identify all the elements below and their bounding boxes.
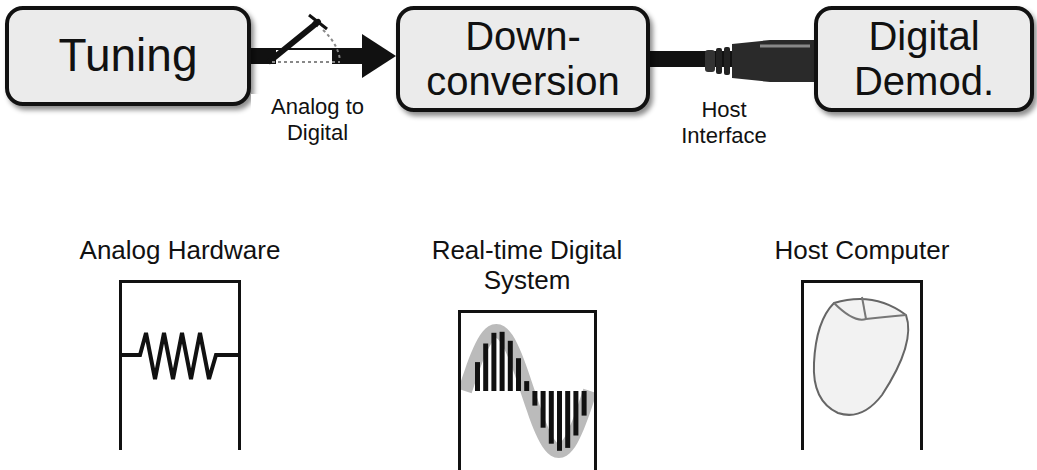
mouse-icon xyxy=(804,283,920,450)
connector xyxy=(251,34,396,78)
connector-label: Analog to Digital xyxy=(251,94,385,147)
arrowhead xyxy=(362,34,396,78)
connector-label: Host Interface xyxy=(667,97,781,150)
connector-line xyxy=(650,51,814,67)
sample-bar xyxy=(507,341,512,391)
sample-bar xyxy=(573,391,578,436)
process-box: Tuning xyxy=(5,6,251,106)
icon-frame xyxy=(801,280,923,450)
box-text-group: Down- conversion xyxy=(400,14,646,104)
sample-bar xyxy=(475,362,480,391)
icon-panel: Analog Hardware xyxy=(50,236,310,450)
panel-heading: Analog Hardware xyxy=(50,236,310,266)
sample-bar xyxy=(557,391,562,451)
sine-icon xyxy=(461,313,594,470)
sample-bar xyxy=(581,391,586,416)
icon-panel: Real-time Digital System xyxy=(397,236,657,470)
mouse-body xyxy=(814,299,908,415)
box-text-group: Tuning xyxy=(59,30,198,82)
box-label: Tuning xyxy=(59,30,198,82)
panel-heading: Real-time Digital System xyxy=(397,236,657,296)
resistor-icon xyxy=(122,283,238,450)
box-text-group: Digital Demod. xyxy=(818,14,1030,104)
connector-line xyxy=(251,48,364,64)
box-label: Down- conversion xyxy=(400,14,646,104)
sample-bar xyxy=(548,391,553,444)
mouse-buttons xyxy=(834,303,906,320)
box-label: Digital Demod. xyxy=(818,14,1030,104)
sample-bar xyxy=(516,358,521,391)
sine-wave xyxy=(465,331,590,451)
sample-bar xyxy=(491,333,496,391)
switch-symbol xyxy=(270,15,340,72)
sample-bar xyxy=(524,381,529,391)
sample-bar xyxy=(540,391,545,428)
usb-plug xyxy=(705,40,828,82)
connector xyxy=(650,59,814,60)
sample-bar xyxy=(499,332,504,391)
sample-bar xyxy=(532,391,537,406)
panel-heading: Host Computer xyxy=(732,236,992,266)
process-box: Digital Demod. xyxy=(814,6,1034,112)
process-box: Down- conversion xyxy=(396,6,650,112)
icon-frame xyxy=(458,310,597,470)
sample-bar xyxy=(565,391,570,448)
mouse-divider xyxy=(862,297,866,319)
resistor-symbol xyxy=(122,333,238,379)
icon-frame xyxy=(119,280,241,450)
icon-panel: Host Computer xyxy=(732,236,992,450)
sample-bar xyxy=(483,343,488,391)
